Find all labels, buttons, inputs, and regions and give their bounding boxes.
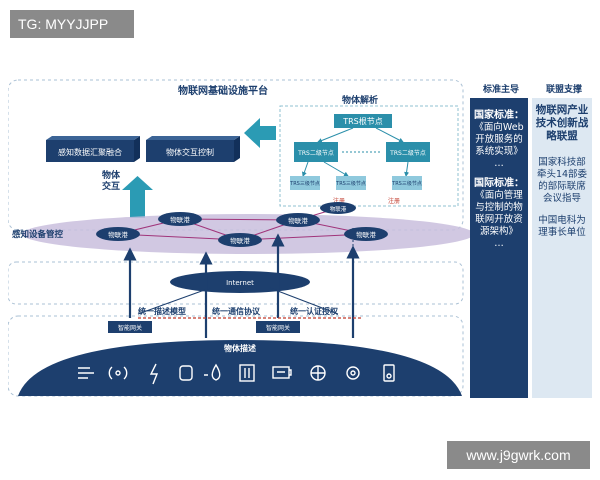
register-label: 注册	[333, 197, 345, 205]
intl-ellipsis: …	[494, 238, 504, 249]
watermark-bottom: www.j9gwrk.com	[447, 441, 590, 469]
trs-third-node	[392, 176, 422, 190]
national-standard-heading: 国家标准：	[474, 110, 524, 121]
object-resolution-label: 物体解析	[342, 94, 378, 106]
interaction-box	[146, 140, 234, 162]
standards-header: 标准主导	[482, 85, 519, 95]
alliance-chair: 中国电科为理事长单位	[538, 215, 586, 238]
intl-standard-body: 《面向管理与控制的物联网开放资源架构》	[475, 190, 523, 237]
smart-gateway	[256, 321, 300, 333]
interaction-up-arrow	[122, 176, 153, 218]
iot-hub: 物联港	[158, 212, 202, 226]
object-resolution-frame	[279, 105, 459, 207]
intl-standard-heading: 国际标准：	[474, 178, 524, 189]
trs-third-node	[336, 176, 366, 190]
network-frame	[8, 261, 464, 305]
interaction-side-text: 交互	[102, 180, 120, 192]
signal-icon	[108, 366, 128, 380]
smart-gateway-label: 智能网关	[118, 324, 142, 332]
trs-third-label: TRS三级节点	[335, 180, 366, 187]
battery-icon	[272, 366, 292, 379]
unified-auth-label: 统一认证授权	[290, 306, 339, 316]
interaction-side-label: 物体交互	[102, 169, 121, 192]
trs-root-label: TRS根节点	[342, 116, 383, 126]
trs-third-label: TRS三级节点	[391, 180, 422, 187]
wind-icon	[78, 367, 94, 379]
iot-hub: 物联港	[276, 213, 320, 227]
trs-third-node	[290, 176, 320, 190]
svg-text:物联港: 物联港	[108, 230, 128, 239]
iot-hub: 物联港	[96, 227, 140, 241]
platform-frame	[8, 79, 464, 231]
trs-second-node	[294, 142, 338, 162]
trs-second-label: TRS二级节点	[297, 149, 334, 157]
svg-text:物联港: 物联港	[288, 216, 308, 225]
smart-gateway	[108, 321, 152, 333]
register-label: 注册	[388, 197, 400, 205]
trs-second-node	[386, 142, 430, 162]
svg-text:物联港: 物联港	[356, 230, 376, 239]
meter-icon	[383, 364, 395, 382]
camera-icon	[346, 366, 360, 380]
iot-platform-diagram: 物联网基础设施平台 物体解析 TRS根节点 TRS二级节点 TRS二级节点 TR…	[8, 79, 474, 397]
interaction-side-text: 物体	[102, 169, 121, 181]
device-mgmt-label: 感知设备管控	[12, 229, 64, 240]
interaction-label: 物体交互控制	[166, 147, 214, 157]
target-icon	[310, 365, 326, 381]
iot-hub: 物联港	[218, 233, 262, 247]
lightning-icon	[149, 363, 159, 385]
fusion-label: 感知数据汇聚融合	[58, 147, 122, 157]
alliance-header: 联盟支撑	[545, 85, 582, 95]
trs-third-label: TRS三级节点	[289, 180, 320, 187]
iot-hub: 物联港	[344, 227, 388, 241]
alliance-support: 国家科技部牵头14部委的部际联席会议指导	[536, 157, 588, 204]
national-standard-body: 《面向Web开放服务的系统实现》	[474, 122, 524, 157]
alliance-title: 物联网产业技术创新战略联盟	[535, 104, 589, 142]
tank-icon	[179, 365, 193, 381]
perception-frame	[8, 315, 464, 397]
internet-label: Internet	[226, 279, 254, 287]
platform-title: 物联网基础设施平台	[178, 84, 268, 97]
fusion-box	[46, 140, 134, 162]
watermark-top: TG: MYYJJPP	[10, 10, 134, 38]
svg-text:物联港: 物联港	[230, 236, 250, 245]
alliance-panel: 物联网产业技术创新战略联盟 国家科技部牵头14部委的部际联席会议指导 中国电科为…	[532, 98, 592, 398]
unified-model-label: 统一描述模型	[138, 306, 186, 316]
thermometer-icon	[239, 364, 255, 382]
iot-hub: 物联港	[320, 202, 356, 214]
resolution-arrow	[244, 118, 276, 148]
object-desc-label: 物体描述	[224, 343, 256, 353]
national-ellipsis: …	[494, 158, 504, 169]
svg-text:物联港: 物联港	[170, 215, 190, 224]
standards-panel: 国家标准： 《面向Web开放服务的系统实现》 … 国际标准： 《面向管理与控制的…	[470, 98, 530, 398]
trs-root-node	[334, 114, 392, 128]
trs-second-label: TRS二级节点	[389, 149, 426, 157]
water-drop-icon	[204, 363, 221, 381]
smart-gateway-label: 智能网关	[266, 324, 290, 332]
svg-text:物联港: 物联港	[330, 205, 347, 213]
unified-protocol-label: 统一通信协议	[212, 306, 261, 316]
